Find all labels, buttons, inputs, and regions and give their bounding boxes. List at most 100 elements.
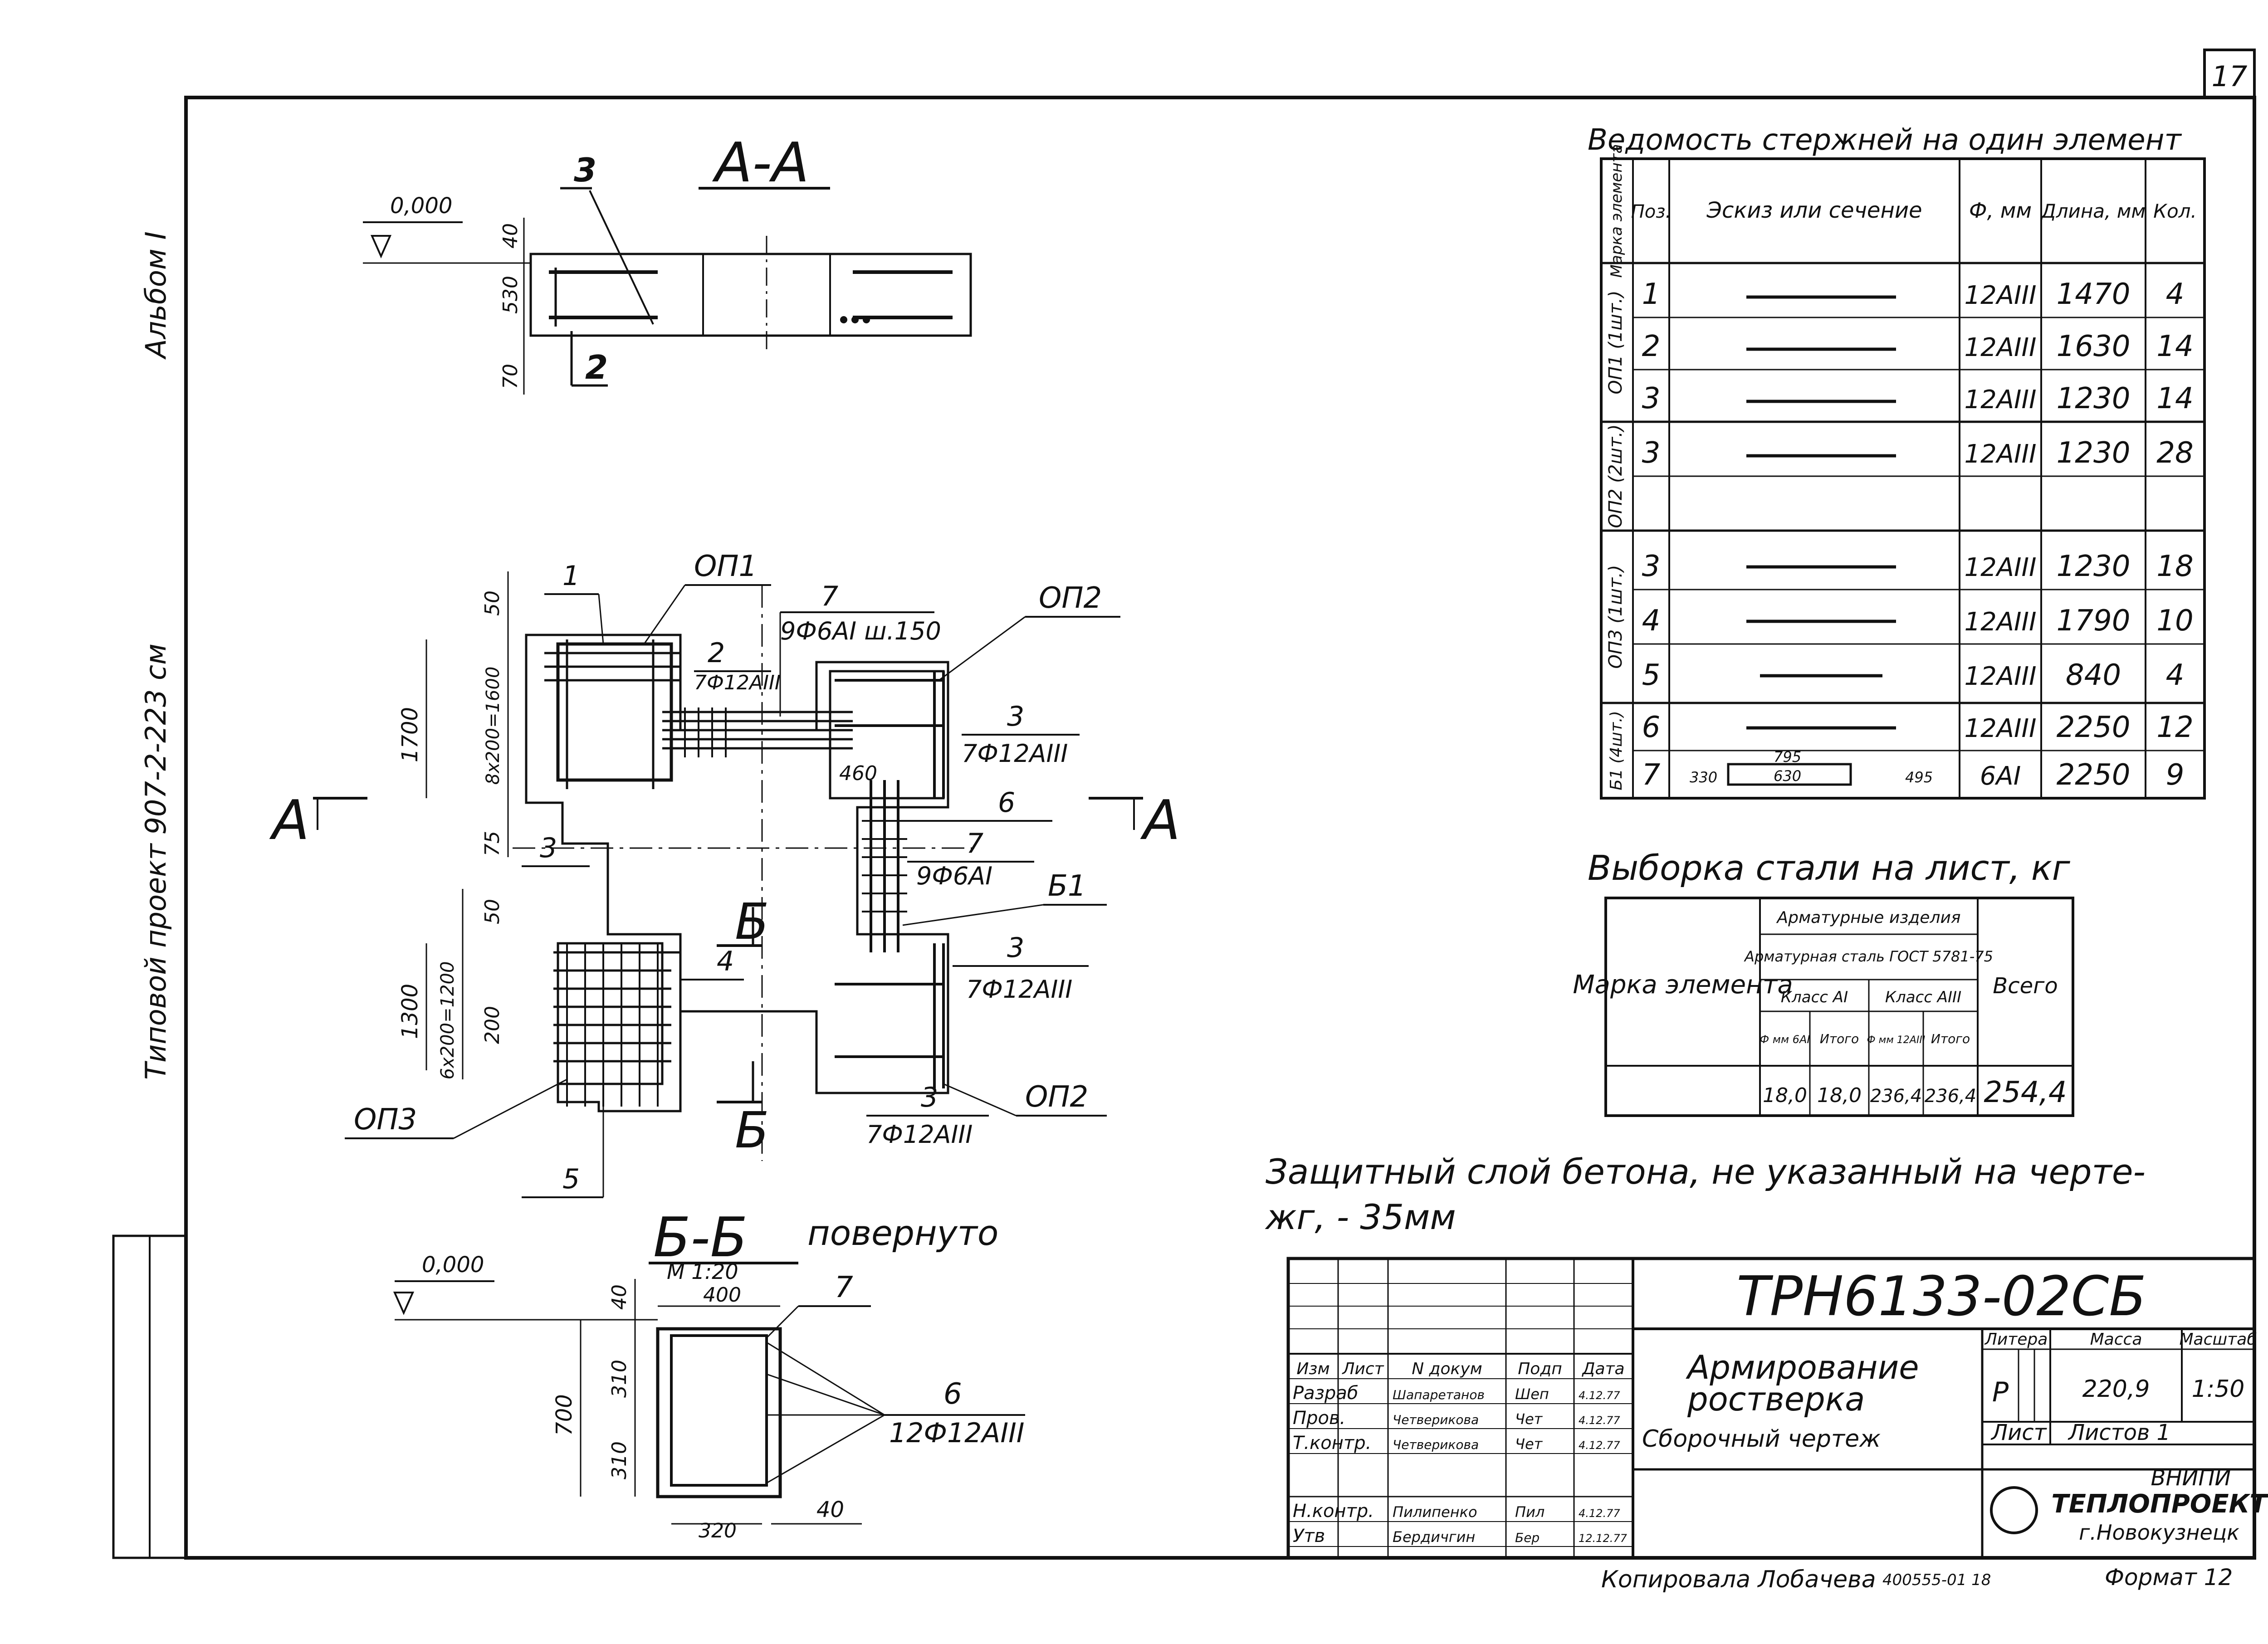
rebar-row: 1 12АIII 1470 4	[1642, 278, 2185, 311]
tb-date: 4.12.77	[1579, 1389, 1620, 1402]
section-aa-dim-530: 530	[499, 276, 522, 314]
plan-pos-2: 2	[708, 637, 725, 669]
rebar-table-title: Ведомость стержней на один элемент	[1588, 123, 2182, 157]
tb-mass: 220,9	[2082, 1376, 2150, 1403]
steel-val-1: 18,0	[1763, 1084, 1807, 1107]
tb-h-lit: Литера	[1984, 1330, 2048, 1349]
row-qty: 12	[2156, 711, 2193, 744]
tb-date: 12.12.77	[1579, 1532, 1628, 1545]
plan-pos-7-top: 7	[821, 581, 838, 612]
steel-h-class-a3: Класс АIII	[1885, 988, 1961, 1006]
org-logo-icon	[1990, 1486, 2038, 1534]
row-pos: 3	[1642, 436, 1661, 470]
cut-a-left: А	[269, 789, 309, 852]
steel-summary: Выборка стали на лист, кг Марка элемента…	[1573, 848, 2074, 1117]
tb-lit: Р	[1992, 1376, 2009, 1408]
plan-note-2: 7Ф12АIII	[694, 671, 781, 694]
tb-sign: Чет	[1515, 1435, 1543, 1453]
row-pos: 1	[1642, 278, 1661, 311]
tb-h-scale: Масштаб	[2179, 1330, 2257, 1349]
tb-name-3: Сборочный чертеж	[1642, 1425, 1881, 1453]
stirrup-dim-c: 630	[1774, 767, 1801, 785]
steel-h-class-a1: Класс АI	[1781, 988, 1848, 1006]
section-bb-dim-310-a: 310	[608, 1360, 631, 1398]
tb-role-row: Разраб Шапаретанов Шеп 4.12.77	[1293, 1383, 1620, 1404]
steel-h-total1: Итого	[1820, 1031, 1859, 1046]
section-bb-dim-40-top: 40	[608, 1284, 631, 1310]
plan-note-7-top: 9Ф6АI ш.150	[780, 617, 941, 645]
rebar-h-qty: Кол.	[2153, 200, 2197, 222]
tb-sheets: Листов 1	[2068, 1420, 2170, 1445]
tb-org-2: ТЕПЛОПРОЕКТ	[2051, 1489, 2268, 1519]
footer-copied: Копировала Лобачева	[1601, 1566, 1876, 1593]
row-qty: 14	[2156, 382, 2193, 415]
rebar-row: 3 12АIII 1230 14	[1642, 382, 2194, 415]
cut-b-bottom: Б	[735, 1101, 769, 1159]
section-bb-pos-6: 6	[943, 1377, 962, 1411]
tb-org-1: ВНИПИ	[2151, 1465, 2231, 1491]
row-len: 1630	[2057, 330, 2131, 363]
tb-h-doc: N докум	[1412, 1360, 1482, 1378]
tb-person: Шапаретанов	[1393, 1387, 1485, 1402]
mark-op2: ОП2 (2шт.)	[1605, 424, 1626, 528]
tb-sign: Пил	[1515, 1503, 1545, 1521]
plan-pos-1: 1	[562, 560, 580, 592]
plan-note-3-bottom: 7Ф12АIII	[866, 1120, 973, 1149]
tb-person: Четверикова	[1393, 1412, 1479, 1427]
project-label: Типовой проект 907-2-223 см	[139, 644, 172, 1080]
footer-order: 400555-01 18	[1882, 1571, 1991, 1589]
section-bb-title: Б-Б	[653, 1206, 748, 1269]
row-pos: 2	[1642, 330, 1661, 363]
tb-sign: Бер	[1515, 1530, 1540, 1545]
row-dia: 12АIII	[1964, 662, 2036, 691]
tb-role: Утв	[1293, 1526, 1325, 1546]
tb-role: Н.контр.	[1293, 1501, 1374, 1522]
section-bb-note-6: 12Ф12АIII	[889, 1417, 1024, 1449]
mark-b1: Б1 (4шт.)	[1607, 711, 1626, 790]
row-len: 2250	[2057, 758, 2131, 792]
plan-op3: ОП3	[354, 1103, 417, 1137]
mark-op1: ОП1 (1шт.)	[1605, 290, 1626, 394]
tb-person: Пилипенко	[1393, 1503, 1477, 1521]
plan-op1: ОП1	[694, 550, 757, 583]
stirrup-dim-d: 495	[1905, 769, 1933, 786]
plan-pos-3-bottom: 3	[921, 1082, 938, 1113]
row-len: 1230	[2057, 436, 2131, 470]
row-dia: 12АIII	[1964, 281, 2036, 310]
plan-pos-3-left: 3	[540, 832, 557, 864]
steel-col-mark: Марка элемента	[1573, 970, 1793, 1000]
plan-dim-50-top: 50	[481, 590, 504, 616]
section-bb-dim-40-right: 40	[816, 1497, 844, 1522]
tb-role-row: Утв Бердичгин Бер 12.12.77	[1293, 1526, 1628, 1546]
row-pos: 7	[1642, 758, 1661, 792]
steel-h-steel: Арматурная сталь ГОСТ 5781-75	[1744, 948, 1993, 965]
tb-h-date: Дата	[1581, 1360, 1624, 1378]
note-line-2: жг, - 35мм	[1265, 1197, 1456, 1237]
tb-h-list: Лист	[1341, 1360, 1384, 1378]
steel-h-dia6: Ф мм 6АI	[1760, 1033, 1810, 1046]
row-qty: 4	[2166, 278, 2185, 311]
section-aa-title: А-А	[712, 132, 809, 195]
tb-sign: Шеп	[1515, 1385, 1549, 1403]
tb-h-izm: Изм	[1296, 1360, 1330, 1378]
row-dia: 12АIII	[1964, 385, 2036, 415]
sheet-frame: 17 Альбом I Типовой проект 907-2-223 см	[112, 49, 2256, 1560]
plan-dim-50-bottom: 50	[481, 899, 504, 924]
plan-dim-460: 460	[839, 762, 877, 785]
tb-sign: Чет	[1515, 1410, 1543, 1428]
tb-date: 4.12.77	[1579, 1439, 1620, 1452]
plan-pos-4: 4	[717, 946, 734, 977]
plan-note-7-mid: 9Ф6АI	[916, 862, 992, 890]
rebar-h-dia: Ф, мм	[1969, 198, 2032, 223]
row-dia: 6АI	[1980, 761, 2021, 791]
plan-dim-8x200: 8х200=1600	[483, 667, 503, 785]
plan-pos-7-mid: 7	[966, 828, 983, 859]
rebar-row: 7 330 795 630 495 6АI 2250 9	[1642, 748, 2185, 792]
foundation-plan: А А Б Б 1 ОП1 7 9Ф6АI ш.150 ОП2 2 7Ф12АI…	[269, 550, 1180, 1198]
row-pos: 5	[1642, 659, 1661, 692]
tb-person: Четверикова	[1393, 1437, 1479, 1452]
row-dia: 12АIII	[1964, 714, 2036, 743]
rebar-row: 3 12АIII 1230 28	[1642, 436, 2194, 470]
general-note: Защитный слой бетона, не указанный на че…	[1265, 1151, 2146, 1237]
